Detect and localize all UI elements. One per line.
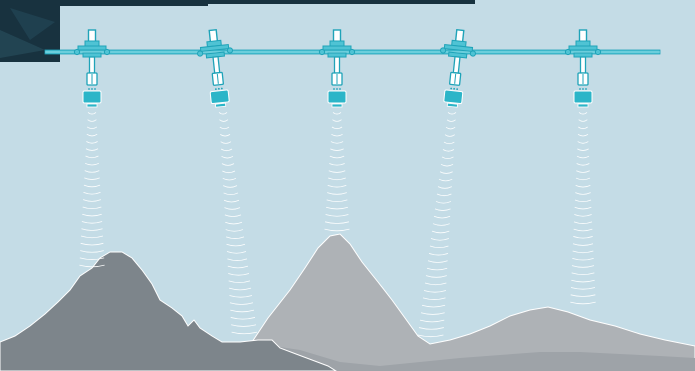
diagram-canvas xyxy=(0,0,695,371)
terrain-sensing-diagram xyxy=(0,0,695,371)
